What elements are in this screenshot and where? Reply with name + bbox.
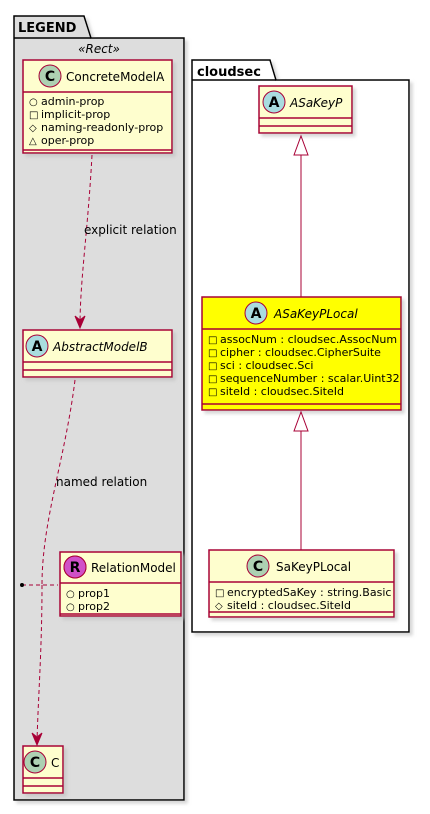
class-name: ASaKeyP: [289, 96, 343, 110]
class-spot-c-icon: [246, 554, 270, 578]
class-attribute: prop1: [78, 587, 110, 600]
class-spot-a-icon: [262, 90, 286, 114]
class-spot-c-icon: [23, 750, 47, 774]
visibility-icon: □: [208, 387, 217, 398]
legend-stereotype: «Rect»: [78, 42, 120, 56]
visibility-icon: ○: [29, 97, 38, 108]
class-spot-a-icon: [25, 334, 49, 358]
class-attribute: naming-readonly-prop: [41, 121, 163, 134]
visibility-icon: ○: [66, 602, 75, 613]
explicit-relation-edge: [74, 154, 93, 330]
visibility-icon: △: [29, 136, 37, 147]
class-name: SaKeyPLocal: [276, 560, 351, 574]
class-sakeyplocal[interactable]: C SaKeyPLocal □encryptedSaKey : string.B…: [208, 549, 395, 618]
cloudsec-package-title: cloudsec: [197, 65, 261, 80]
class-spot-letter: R: [70, 560, 81, 576]
visibility-icon: □: [208, 361, 217, 372]
class-spot-letter: A: [251, 306, 262, 322]
class-spot-letter: C: [253, 559, 263, 575]
class-spot-letter: A: [269, 95, 280, 111]
class-attribute: implicit-prop: [41, 108, 110, 121]
class-spot-letter: C: [30, 755, 40, 771]
class-name: RelationModel: [91, 561, 176, 575]
class-attribute: sequenceNumber : scalar.Uint32: [220, 372, 400, 385]
visibility-icon: □: [29, 110, 38, 121]
visibility-icon: ◇: [215, 601, 223, 612]
class-name: C: [51, 756, 59, 770]
class-c[interactable]: C C: [22, 745, 64, 794]
visibility-icon: □: [208, 348, 217, 359]
legend-package-title: LEGEND: [18, 21, 77, 36]
class-spot-letter: A: [32, 339, 43, 355]
class-attribute: assocNum : cloudsec.AssocNum: [220, 333, 397, 346]
class-abstract-model-b[interactable]: A AbstractModelB: [22, 329, 173, 378]
visibility-icon: ○: [66, 589, 75, 600]
class-asakeyp[interactable]: A ASaKeyP: [258, 85, 353, 134]
named-relation-edge: [20, 379, 76, 747]
class-concrete-model-a[interactable]: C ConcreteModelA ○admin-prop□implicit-pr…: [22, 59, 173, 154]
class-attribute: admin-prop: [41, 95, 104, 108]
class-attribute: siteId : cloudsec.SiteId: [227, 599, 351, 612]
visibility-icon: □: [208, 374, 217, 385]
class-attribute: cipher : cloudsec.CipherSuite: [220, 346, 381, 359]
class-attribute: sci : cloudsec.Sci: [220, 359, 313, 372]
class-relation-model[interactable]: R RelationModel ○prop1○prop2: [59, 551, 182, 617]
class-name: AbstractModelB: [52, 340, 148, 354]
inheritance-edge-asakeyplocal-to-asakeyp: [293, 134, 309, 297]
class-spot-c-icon: [38, 64, 62, 88]
class-spot-a-icon: [244, 301, 268, 325]
class-asakeyplocal[interactable]: A ASaKeyPLocal □assocNum : cloudsec.Asso…: [201, 296, 402, 411]
class-attribute: oper-prop: [41, 134, 94, 147]
class-name: ConcreteModelA: [66, 70, 165, 84]
class-spot-letter: C: [45, 69, 55, 85]
class-attribute: siteId : cloudsec.SiteId: [220, 385, 344, 398]
visibility-icon: □: [215, 588, 224, 599]
visibility-icon: □: [208, 335, 217, 346]
explicit-relation-label: explicit relation: [84, 223, 177, 237]
class-attribute: encryptedSaKey : string.Basic: [227, 586, 391, 599]
class-attribute: prop2: [78, 600, 110, 613]
class-name: ASaKeyPLocal: [273, 307, 358, 321]
visibility-icon: ◇: [29, 123, 37, 134]
named-relation-label: named relation: [56, 475, 147, 489]
inheritance-edge-sakeyplocal-to-asakeyplocal: [293, 410, 309, 550]
